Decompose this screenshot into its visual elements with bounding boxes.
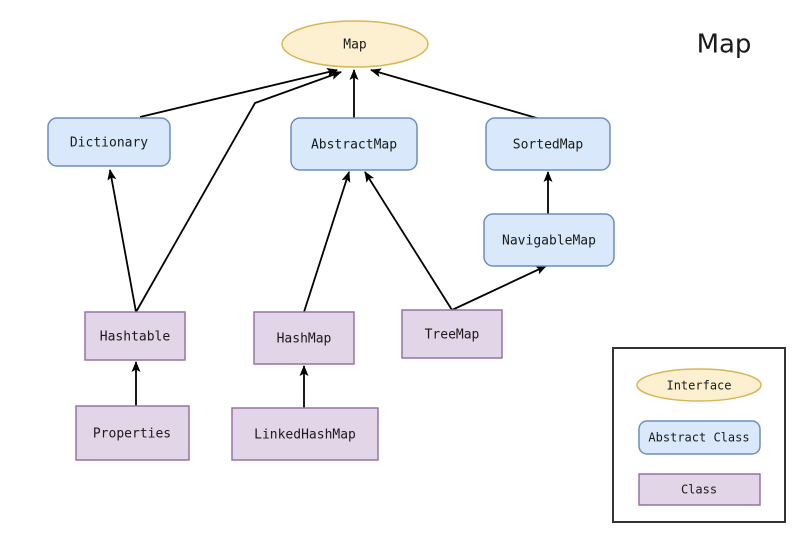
legend-abstract-shape — [638, 420, 761, 455]
node-linkedhashmap[interactable]: LinkedHashMap — [231, 407, 379, 461]
node-abstractmap-label: AbstractMap — [311, 138, 397, 153]
node-properties-label: Properties — [93, 427, 171, 442]
legend-interface-shape — [636, 368, 762, 402]
legend-interface-label: Interface — [666, 379, 731, 393]
node-hashtable[interactable]: Hashtable — [84, 311, 186, 361]
node-hashtable-shape[interactable] — [84, 311, 186, 361]
node-properties-shape[interactable] — [75, 405, 190, 461]
node-hashmap-label: HashMap — [277, 332, 332, 347]
legend-item-abstract-class: Abstract Class — [638, 420, 761, 455]
node-sortedmap-shape[interactable] — [485, 117, 611, 171]
node-map-label: Map — [343, 38, 367, 53]
legend-item-class: Class — [638, 473, 761, 506]
node-hashmap-shape[interactable] — [253, 311, 355, 365]
node-abstractmap[interactable]: AbstractMap — [290, 117, 418, 171]
edge-treemap-to-navigablemap — [451, 265, 547, 311]
legend-item-interface: Interface — [636, 368, 762, 402]
node-navigablemap-label: NavigableMap — [502, 234, 596, 249]
legend-class-shape — [638, 473, 761, 506]
legend: Interface Abstract Class Class — [612, 347, 786, 523]
node-properties[interactable]: Properties — [75, 405, 190, 461]
node-treemap[interactable]: TreeMap — [401, 309, 503, 359]
edge-treemap-to-abstractmap — [364, 171, 453, 311]
edge-dictionary-to-map — [139, 67, 338, 118]
node-sortedmap[interactable]: SortedMap — [485, 117, 611, 171]
node-treemap-shape[interactable] — [401, 309, 503, 359]
node-hashtable-label: Hashtable — [100, 330, 171, 345]
node-abstractmap-shape[interactable] — [290, 117, 418, 171]
legend-class-label: Class — [681, 483, 717, 497]
legend-abstract-label: Abstract Class — [648, 431, 749, 445]
node-map[interactable]: Map — [281, 20, 429, 68]
node-navigablemap-shape[interactable] — [483, 213, 615, 267]
node-navigablemap[interactable]: NavigableMap — [483, 213, 615, 267]
node-hashmap[interactable]: HashMap — [253, 311, 355, 365]
node-linkedhashmap-label: LinkedHashMap — [254, 428, 356, 443]
edge-hashmap-to-abstractmap — [303, 171, 351, 313]
node-map-shape[interactable] — [281, 20, 429, 68]
node-dictionary[interactable]: Dictionary — [47, 117, 171, 167]
node-linkedhashmap-shape[interactable] — [231, 407, 379, 461]
node-dictionary-shape[interactable] — [47, 117, 171, 167]
page-title: Map — [697, 30, 752, 60]
edge-group — [107, 67, 553, 408]
edge-hashtable-to-dictionary — [107, 169, 137, 313]
edge-hashtable-to-map — [135, 71, 342, 313]
edge-sortedmap-to-map — [370, 68, 541, 120]
node-dictionary-label: Dictionary — [70, 136, 148, 151]
node-sortedmap-label: SortedMap — [513, 138, 584, 153]
node-treemap-label: TreeMap — [425, 328, 480, 343]
